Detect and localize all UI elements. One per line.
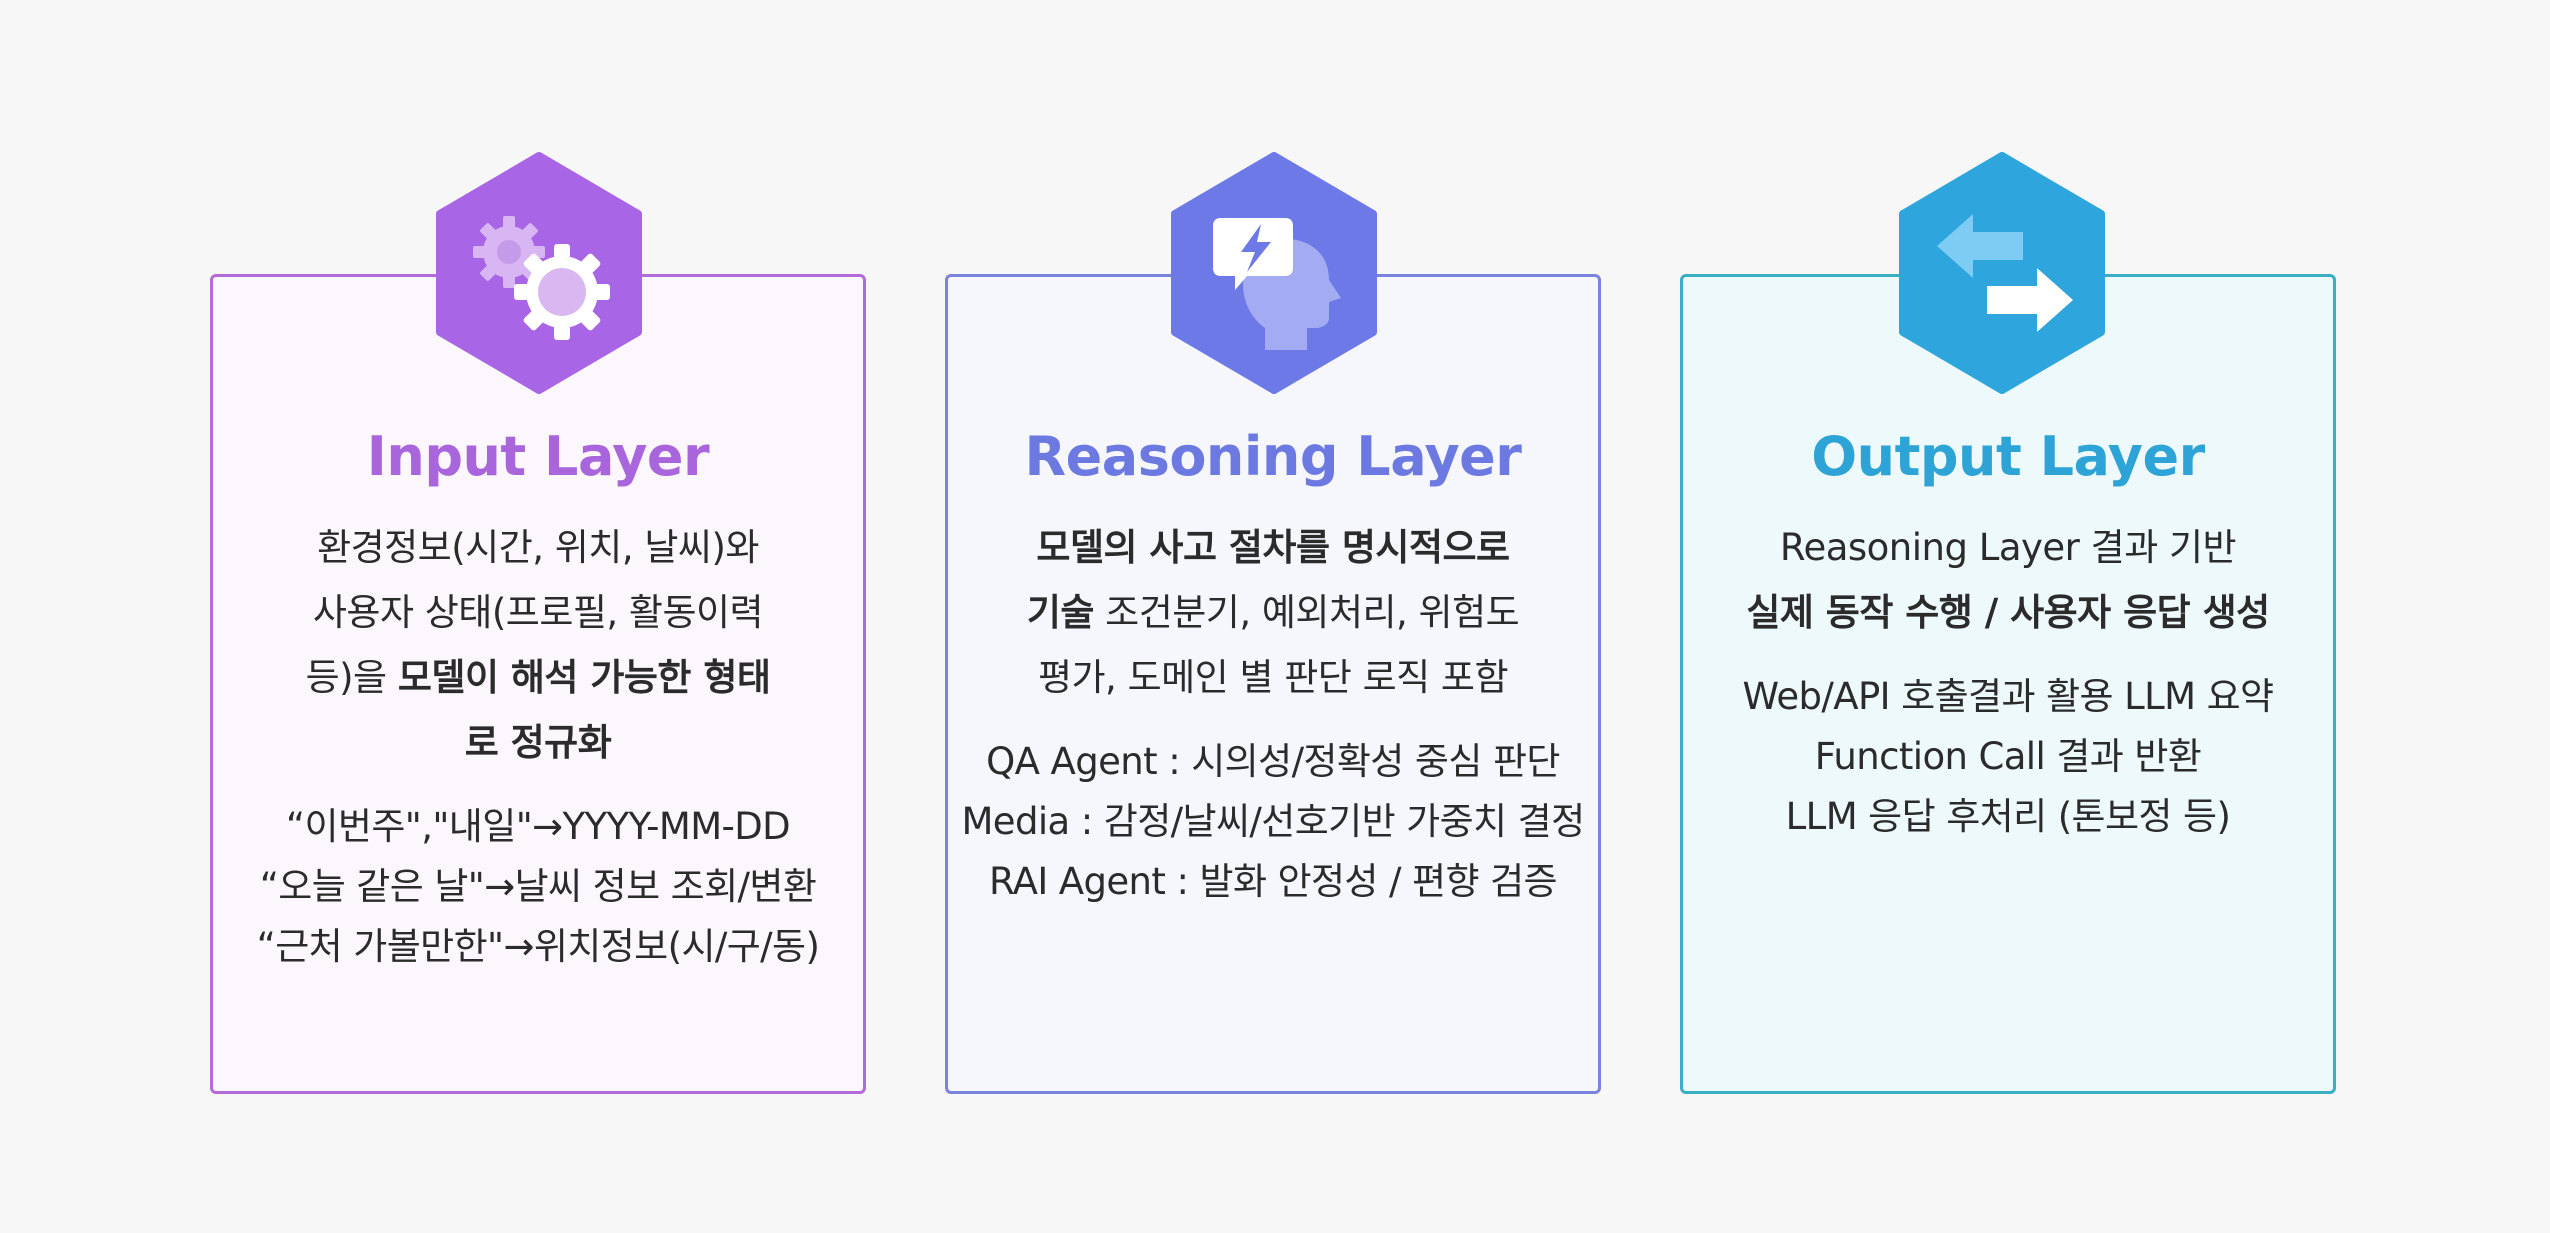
exchange-arrows-icon	[1897, 152, 2107, 394]
description-line: 로 정규화	[213, 710, 863, 775]
description-bold-text: 로 정규화	[464, 721, 612, 764]
output-layer-example: Function Call 결과 반환	[1814, 735, 2202, 778]
description-text: 사용자 상태(프로필, 활동이력	[312, 591, 764, 634]
description-line: 기술 조건분기, 예외처리, 위험도	[948, 580, 1598, 645]
description-bold-text: 모델이 해석 가능한 형태	[397, 656, 771, 699]
input-layer-example: “근처 가볼만한"→위치정보(시/구/동)	[256, 925, 820, 968]
output-layer-example: Web/API 호출결과 활용 LLM 요약	[1742, 675, 2275, 718]
reasoning-layer-examples: QA Agent : 시의성/정확성 중심 판단 Media : 감정/날씨/선…	[948, 732, 1598, 912]
description-line: 사용자 상태(프로필, 활동이력	[213, 580, 863, 645]
reasoning-layer-title: Reasoning Layer	[1024, 425, 1522, 488]
output-layer-title: Output Layer	[1811, 425, 2205, 488]
input-layer-example: “이번주","내일"→YYYY-MM-DD	[285, 805, 791, 848]
output-layer-example: LLM 응답 후처리 (톤보정 등)	[1785, 795, 2231, 838]
brain-lightning-icon	[1169, 152, 1379, 394]
description-text: 환경정보(시간, 위치, 날씨)와	[317, 526, 759, 569]
description-text: Reasoning Layer 결과 기반	[1779, 526, 2237, 569]
reasoning-layer-example: QA Agent : 시의성/정확성 중심 판단	[986, 740, 1560, 783]
description-text: 평가, 도메인 별 판단 로직 포함	[1037, 656, 1509, 699]
description-line: 모델의 사고 절차를 명시적으로	[948, 515, 1598, 580]
description-line: Reasoning Layer 결과 기반	[1683, 515, 2333, 580]
gears-icon	[434, 152, 644, 394]
description-bold-text: 모델의 사고 절차를 명시적으로	[1036, 526, 1510, 569]
description-line: 실제 동작 수행 / 사용자 응답 생성	[1683, 580, 2333, 645]
reasoning-layer-example: RAI Agent : 발화 안정성 / 편향 검증	[989, 860, 1558, 903]
description-text: 등)을	[305, 656, 398, 699]
output-layer-examples: Web/API 호출결과 활용 LLM 요약 Function Call 결과 …	[1683, 667, 2333, 847]
input-layer-examples: “이번주","내일"→YYYY-MM-DD “오늘 같은 날"→날씨 정보 조회…	[213, 797, 863, 977]
reasoning-layer-example: Media : 감정/날씨/선호기반 가중치 결정	[961, 800, 1585, 843]
input-layer-title: Input Layer	[366, 425, 710, 488]
description-bold-text: 기술	[1026, 591, 1095, 634]
description-line: 등)을 모델이 해석 가능한 형태	[213, 645, 863, 710]
description-line: 환경정보(시간, 위치, 날씨)와	[213, 515, 863, 580]
description-text: 조건분기, 예외처리, 위험도	[1093, 591, 1520, 634]
input-layer-example: “오늘 같은 날"→날씨 정보 조회/변환	[259, 865, 817, 908]
description-line: 평가, 도메인 별 판단 로직 포함	[948, 645, 1598, 710]
description-bold-text: 실제 동작 수행 / 사용자 응답 생성	[1746, 591, 2270, 634]
